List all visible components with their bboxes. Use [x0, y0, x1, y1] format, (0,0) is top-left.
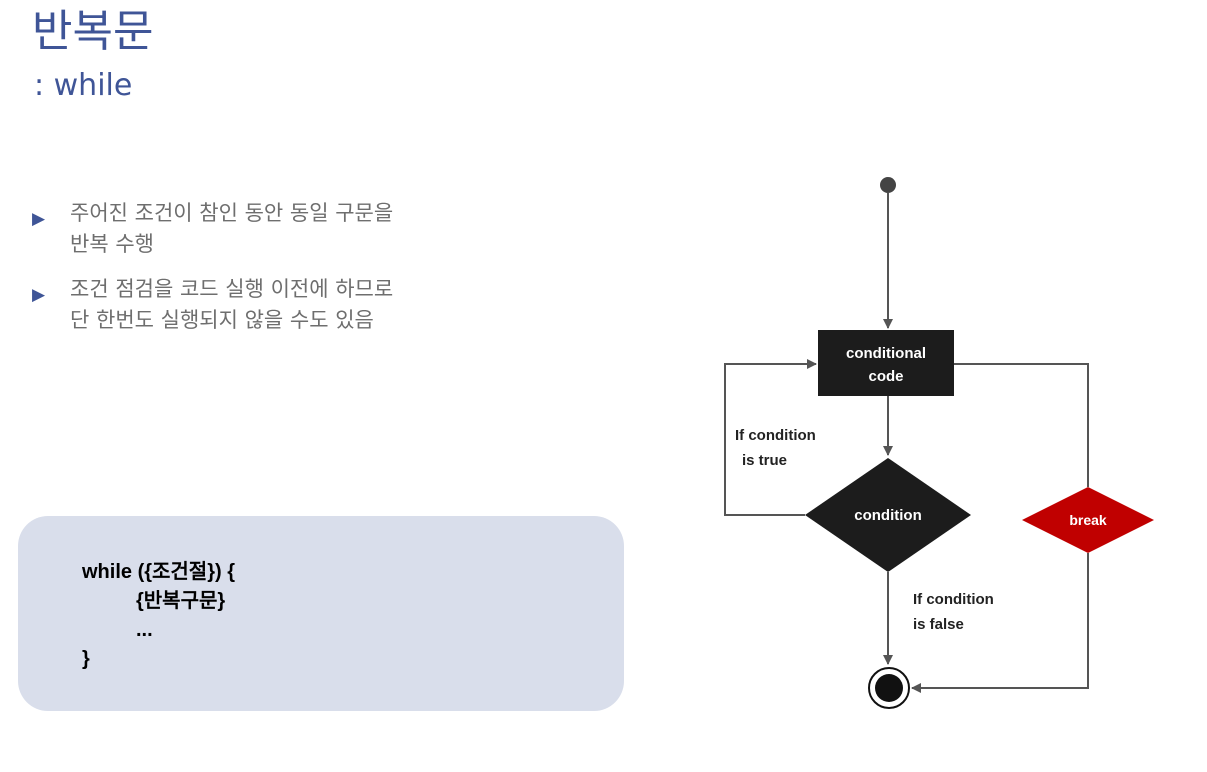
page-title: 반복문	[32, 6, 154, 57]
bullet-text-line: 주어진 조건이 참인 동안 동일 구문을	[70, 201, 394, 225]
bullet-text-line: 단 한번도 실행되지 않을 수도 있음	[70, 308, 374, 332]
code-line: }	[82, 648, 90, 670]
bullet-item: ▶ 조건 점검을 코드 실행 이전에 하므로 단 한번도 실행되지 않을 수도 …	[32, 274, 592, 336]
bullet-item: ▶ 주어진 조건이 참인 동안 동일 구문을 반복 수행	[32, 198, 592, 260]
true-label: is true	[742, 452, 787, 469]
break-diamond	[1022, 487, 1154, 553]
start-node	[880, 177, 896, 193]
condition-label: condition	[854, 507, 922, 524]
bullet-list: ▶ 주어진 조건이 참인 동안 동일 구문을 반복 수행 ▶ 조건 점검을 코드…	[32, 198, 592, 350]
false-label: If condition	[913, 591, 994, 608]
page-subtitle: : while	[34, 68, 133, 103]
line-code-to-break	[954, 363, 1089, 487]
triangle-bullet-icon: ▶	[32, 285, 46, 305]
code-box: while ({조건절}) { {반복구문} ... }	[18, 516, 624, 711]
false-label: is false	[913, 616, 964, 633]
bullet-text-line: 조건 점검을 코드 실행 이전에 하므로	[70, 277, 394, 301]
triangle-bullet-icon: ▶	[32, 209, 46, 229]
code-line: while ({조건절}) {	[82, 561, 235, 583]
box-label: code	[868, 368, 903, 385]
conditional-code-box	[818, 330, 954, 396]
code-block: while ({조건절}) { {반복구문} ... }	[82, 558, 235, 674]
condition-diamond	[805, 458, 971, 572]
break-label: break	[1069, 512, 1107, 528]
code-line: ...	[136, 619, 153, 641]
while-flowchart: conditional code condition If condition …	[724, 177, 1154, 709]
box-label: conditional	[846, 345, 926, 362]
bullet-text-line: 반복 수행	[70, 232, 154, 256]
end-node	[875, 674, 903, 702]
true-label: If condition	[735, 427, 816, 444]
code-line: {반복구문}	[136, 590, 226, 612]
arrow-break-to-end	[911, 553, 1089, 693]
arrow-loop-true	[724, 359, 817, 516]
